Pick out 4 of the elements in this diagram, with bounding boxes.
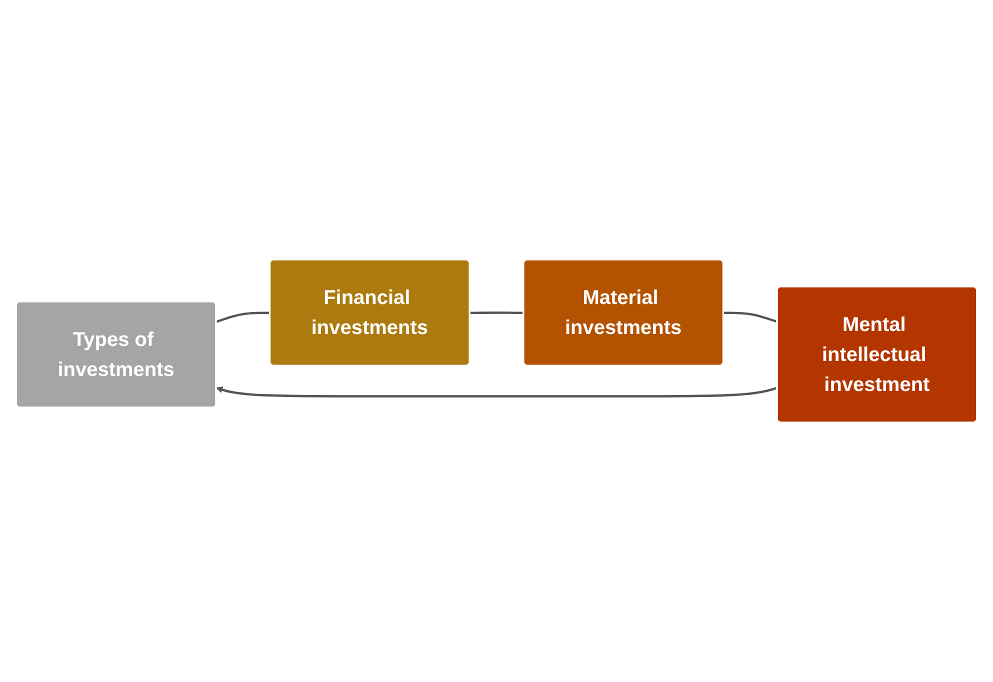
connector [724,312,778,323]
connector [470,312,524,314]
connector [216,312,270,323]
arrow [216,386,778,398]
